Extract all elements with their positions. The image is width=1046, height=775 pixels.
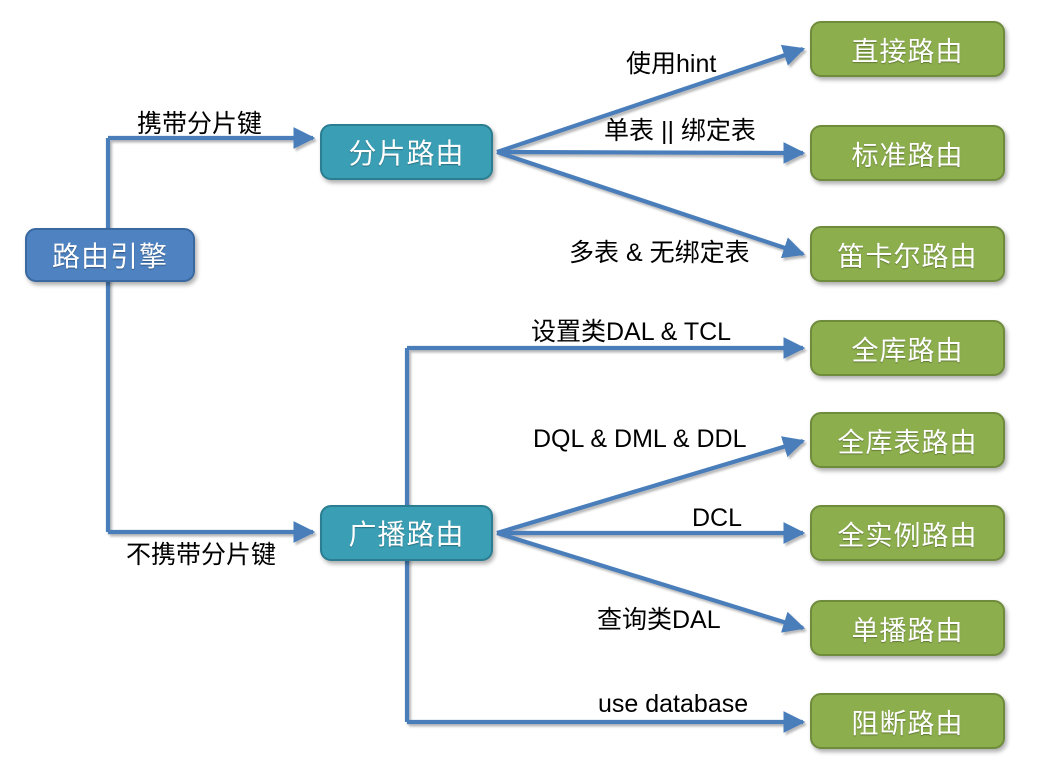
node-full-db-table-route-label: 全库表路由 (837, 427, 978, 458)
node-standard-route[interactable]: 标准路由 (810, 125, 1005, 181)
node-direct-route[interactable]: 直接路由 (810, 21, 1005, 77)
edge-label-dql-dml-ddl: DQL & DML & DDL (533, 425, 747, 453)
edge-sharding-to-standard (496, 142, 806, 164)
node-sharding-route[interactable]: 分片路由 (320, 124, 493, 180)
node-full-db-table-route[interactable]: 全库表路由 (810, 412, 1005, 468)
edge-broadcast-to-unicast (496, 530, 806, 633)
edge-sharding-to-direct (496, 44, 806, 154)
edge-label-use-hint: 使用hint (626, 50, 717, 78)
node-block-route-label: 阻断路由 (851, 708, 964, 739)
edge-label-with-sharding-key: 携带分片键 (137, 110, 263, 138)
edge-broadcast-to-fulldbtable (496, 436, 806, 536)
edge-label-without-sharding-key: 不携带分片键 (126, 541, 277, 569)
node-block-route[interactable]: 阻断路由 (810, 693, 1005, 749)
node-unicast-route[interactable]: 单播路由 (810, 600, 1005, 656)
node-sharding-route-label: 分片路由 (348, 138, 465, 169)
edge-label-use-database: use database (598, 690, 749, 718)
edge-label-setting-dal-tcl: 设置类DAL & TCL (531, 318, 732, 346)
node-broadcast-route-label: 广播路由 (348, 519, 465, 550)
node-routing-engine[interactable]: 路由引擎 (25, 228, 195, 282)
node-full-instance-route[interactable]: 全实例路由 (810, 505, 1005, 561)
node-routing-engine-label: 路由引擎 (51, 241, 168, 272)
node-standard-route-label: 标准路由 (851, 140, 964, 171)
node-unicast-route-label: 单播路由 (851, 615, 964, 646)
node-cartesian-route[interactable]: 笛卡尔路由 (810, 226, 1005, 282)
node-cartesian-route-label: 笛卡尔路由 (837, 241, 978, 272)
node-full-instance-route-label: 全实例路由 (837, 520, 978, 551)
node-broadcast-route[interactable]: 广播路由 (320, 505, 493, 561)
edge-sharding-to-cartesian (496, 150, 806, 259)
node-full-db-route[interactable]: 全库路由 (810, 320, 1005, 376)
edge-label-multi-table-no-binding: 多表 & 无绑定表 (569, 239, 750, 267)
edge-label-query-dal: 查询类DAL (597, 606, 721, 634)
node-direct-route-label: 直接路由 (851, 36, 964, 67)
edge-label-dcl: DCL (692, 504, 743, 532)
node-full-db-route-label: 全库路由 (851, 335, 964, 366)
edge-label-single-or-binding-table: 单表 || 绑定表 (604, 117, 756, 145)
